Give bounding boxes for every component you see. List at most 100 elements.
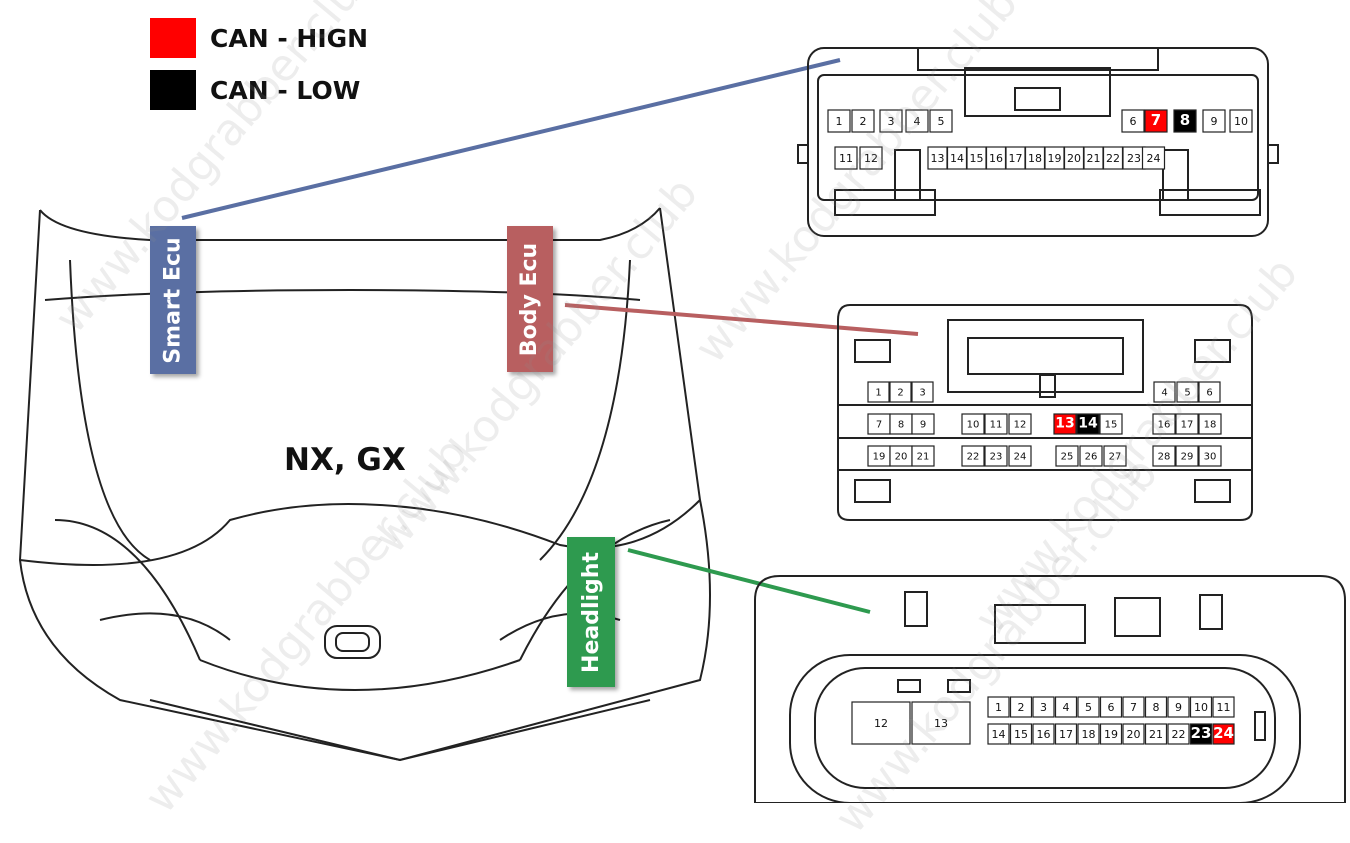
pin-number: 10 (1234, 115, 1248, 128)
pin-number: 5 (1184, 388, 1190, 399)
pin-number: 12 (1014, 420, 1027, 431)
pin-number: 13 (931, 152, 945, 165)
pin-16: 16 (1152, 413, 1176, 435)
pin-number: 9 (1211, 115, 1218, 128)
pin-number: 2 (860, 115, 867, 128)
pin-number: 15 (970, 152, 984, 165)
body-ecu-label: Body Ecu (517, 242, 543, 356)
body-ecu-leader (564, 303, 919, 336)
can-high-label: CAN - HIGN (210, 23, 369, 53)
pin-6: 6 (1198, 381, 1221, 403)
pin-number: 22 (967, 452, 980, 463)
pin-7: 7 (867, 413, 891, 435)
headlight-connector (754, 575, 1346, 803)
body-ecu-connector (837, 304, 1253, 521)
can-low-swatch (150, 70, 196, 110)
pin-number: 10 (1194, 701, 1208, 714)
pin-number: 6 (1130, 115, 1137, 128)
can-low-label: CAN - LOW (210, 75, 361, 105)
pin-16: 16 (1032, 723, 1055, 745)
pin-number: 3 (919, 388, 925, 399)
pin-30: 30 (1198, 445, 1222, 467)
pin-19: 19 (867, 445, 891, 467)
pin-number: 16 (989, 152, 1003, 165)
pin-number: 16 (1158, 420, 1171, 431)
pin-5: 5 (1077, 696, 1100, 718)
pin-number: 3 (888, 115, 895, 128)
pin-number: 4 (1063, 701, 1070, 714)
pin-number: 22 (1172, 728, 1186, 741)
pin-number: 28 (1158, 452, 1171, 463)
pin-5: 5 (1176, 381, 1199, 403)
pin-17: 17 (1175, 413, 1199, 435)
pin-number: 12 (874, 717, 888, 730)
pin-20: 20 (1063, 146, 1085, 170)
pin-number: 24 (1213, 724, 1234, 742)
pin-20: 20 (889, 445, 913, 467)
pin-8: 8 (1173, 109, 1197, 133)
smart-ecu-leader (181, 58, 841, 220)
pin-number: 5 (1085, 701, 1092, 714)
pin-number: 26 (1085, 452, 1098, 463)
pin-number: 2 (897, 388, 903, 399)
pin-14: 14 (1076, 413, 1100, 435)
pin-number: 6 (1206, 388, 1212, 399)
pin-22: 22 (1102, 146, 1124, 170)
pin-number: 21 (1087, 152, 1101, 165)
pin-number: 10 (967, 420, 980, 431)
pin-number: 15 (1014, 728, 1028, 741)
pin-25: 25 (1055, 445, 1079, 467)
pin-number: 2 (1018, 701, 1025, 714)
pin-number: 15 (1105, 420, 1118, 431)
pin-12: 12 (1008, 413, 1032, 435)
pin-28: 28 (1152, 445, 1176, 467)
pin-number: 4 (914, 115, 921, 128)
pin-number: 11 (1217, 701, 1231, 714)
pin-6: 6 (1121, 109, 1145, 133)
pin-2: 2 (889, 381, 912, 403)
pin-11: 11 (984, 413, 1008, 435)
pin-number: 7 (1130, 701, 1137, 714)
pin-number: 23 (1127, 152, 1141, 165)
pin-number: 19 (873, 452, 886, 463)
pin-number: 17 (1059, 728, 1073, 741)
pin-4: 4 (1153, 381, 1176, 403)
pin-number: 7 (1151, 111, 1161, 129)
pin-7: 7 (1144, 109, 1168, 133)
pin-number: 18 (1082, 728, 1096, 741)
smart-ecu-label: Smart Ecu (160, 236, 186, 364)
pin-13: 13 (911, 701, 971, 745)
pin-21: 21 (911, 445, 935, 467)
pin-number: 18 (1028, 152, 1042, 165)
pin-2: 2 (851, 109, 875, 133)
pin-18: 18 (1198, 413, 1222, 435)
pin-number: 13 (1055, 416, 1074, 432)
pin-number: 27 (1109, 452, 1122, 463)
pin-number: 4 (1161, 388, 1167, 399)
pin-number: 14 (950, 152, 964, 165)
pin-2: 2 (1009, 696, 1033, 718)
pin-13: 13 (1053, 413, 1077, 435)
pin-number: 17 (1009, 152, 1023, 165)
pin-number: 19 (1048, 152, 1062, 165)
headlight-tag: Headlight (567, 537, 615, 687)
model-label: NX, GX (284, 442, 406, 478)
pin-number: 22 (1106, 152, 1120, 165)
pin-19: 19 (1099, 723, 1123, 745)
pin-number: 9 (920, 420, 926, 431)
pin-19: 19 (1044, 146, 1065, 170)
pin-16: 16 (985, 146, 1007, 170)
can-high-swatch (150, 18, 196, 58)
pin-number: 1 (836, 115, 843, 128)
pin-number: 21 (917, 452, 930, 463)
pin-5: 5 (929, 109, 953, 133)
pin-27: 27 (1103, 445, 1127, 467)
pin-4: 4 (1054, 696, 1078, 718)
pin-number: 20 (1067, 152, 1081, 165)
pin-15: 15 (1099, 413, 1123, 435)
pin-24: 24 (1141, 146, 1166, 170)
pin-24: 24 (1212, 723, 1235, 745)
pin-number: 1 (875, 388, 881, 399)
